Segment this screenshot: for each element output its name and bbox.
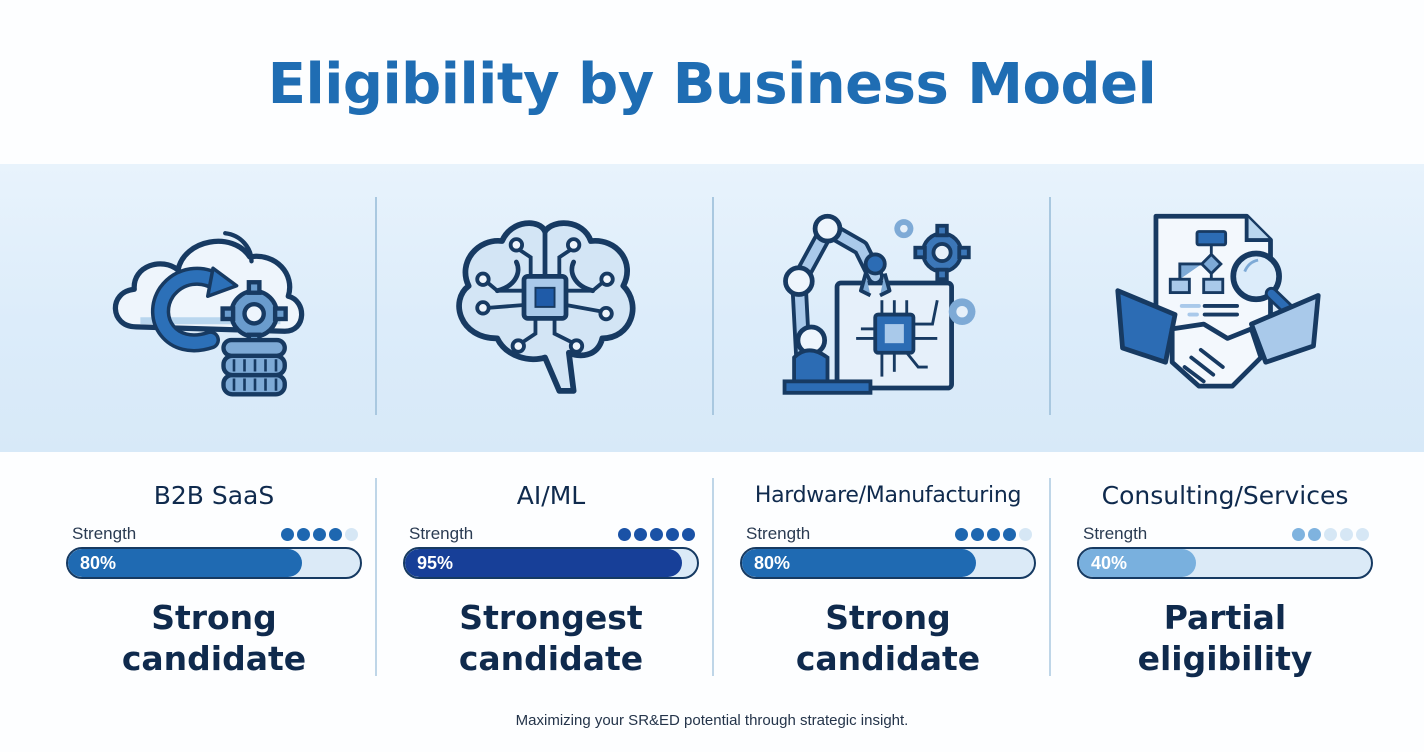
strength-dot-empty xyxy=(345,528,358,541)
model-name: Consulting/Services xyxy=(1101,481,1349,510)
column-divider xyxy=(375,478,377,676)
eligibility-verdict: Partial eligibility xyxy=(1137,598,1313,678)
strength-dot-filled xyxy=(297,528,310,541)
strength-dot-filled xyxy=(666,528,679,541)
strength-bar-fill xyxy=(68,549,302,577)
strength-percent: 40% xyxy=(1091,553,1128,573)
strength-dot-filled xyxy=(329,528,342,541)
strength-dots xyxy=(955,528,1032,541)
strength-bar-fill xyxy=(405,549,683,577)
strength-dot-filled xyxy=(971,528,984,541)
brain-circuit-chip-icon xyxy=(425,200,665,410)
band-divider xyxy=(1049,197,1051,415)
eligibility-verdict: Strongest candidate xyxy=(458,598,644,678)
strength-dot-filled xyxy=(1292,528,1305,541)
model-name: AI/ML xyxy=(516,481,586,510)
strength-dot-empty xyxy=(1340,528,1353,541)
strength-bar: 80% xyxy=(740,547,1036,579)
model-name: Hardware/Manufacturing xyxy=(754,483,1022,508)
strength-bar-fill xyxy=(742,549,976,577)
strength-dot-filled xyxy=(1003,528,1016,541)
column-consulting-services: Consulting/Services Strength 40% Partial… xyxy=(1075,478,1375,679)
strength-dots xyxy=(281,528,358,541)
strength-label: Strength xyxy=(72,524,137,543)
strength-bar-fill xyxy=(1079,549,1196,577)
strength-dots xyxy=(618,528,695,541)
footer-tagline: Maximizing your SR&ED potential through … xyxy=(515,712,909,729)
page-title: Eligibility by Business Model xyxy=(267,52,1157,117)
strength-dot-empty xyxy=(1019,528,1032,541)
robotic-arm-circuit-gears-icon xyxy=(760,200,1000,410)
strength-dot-empty xyxy=(1324,528,1337,541)
strength-label: Strength xyxy=(746,524,811,543)
strength-percent: 80% xyxy=(80,553,117,573)
strength-bar: 95% xyxy=(403,547,699,579)
eligibility-verdict: Strong candidate xyxy=(121,598,307,678)
strength-bar: 80% xyxy=(66,547,362,579)
column-hardware-manufacturing: Hardware/Manufacturing Strength 80% Stro… xyxy=(738,478,1038,679)
strength-dot-filled xyxy=(634,528,647,541)
band-divider xyxy=(375,197,377,415)
strength-dot-filled xyxy=(987,528,1000,541)
strength-dot-filled xyxy=(955,528,968,541)
strength-label: Strength xyxy=(409,524,474,543)
column-ai-ml: AI/ML Strength 95% Strongest candidate xyxy=(401,478,701,679)
strength-dot-filled xyxy=(281,528,294,541)
model-name: B2B SaaS xyxy=(153,481,275,510)
column-b2b-saas: B2B SaaS Strength 80% Strong candidate xyxy=(64,478,364,679)
column-divider xyxy=(1049,478,1051,676)
strength-percent: 95% xyxy=(417,553,454,573)
strength-label: Strength xyxy=(1083,524,1148,543)
strength-dot-filled xyxy=(313,528,326,541)
strength-percent: 80% xyxy=(754,553,791,573)
strength-dot-filled xyxy=(682,528,695,541)
strength-dot-filled xyxy=(1308,528,1321,541)
strength-dot-empty xyxy=(1356,528,1369,541)
strength-bar: 40% xyxy=(1077,547,1373,579)
cloud-sync-gear-coins-icon xyxy=(86,200,326,410)
handshake-document-magnifier-icon xyxy=(1098,200,1338,410)
strength-dot-filled xyxy=(650,528,663,541)
column-divider xyxy=(712,478,714,676)
strength-dots xyxy=(1292,528,1369,541)
band-divider xyxy=(712,197,714,415)
strength-dot-filled xyxy=(618,528,631,541)
eligibility-verdict: Strong candidate xyxy=(795,598,981,678)
